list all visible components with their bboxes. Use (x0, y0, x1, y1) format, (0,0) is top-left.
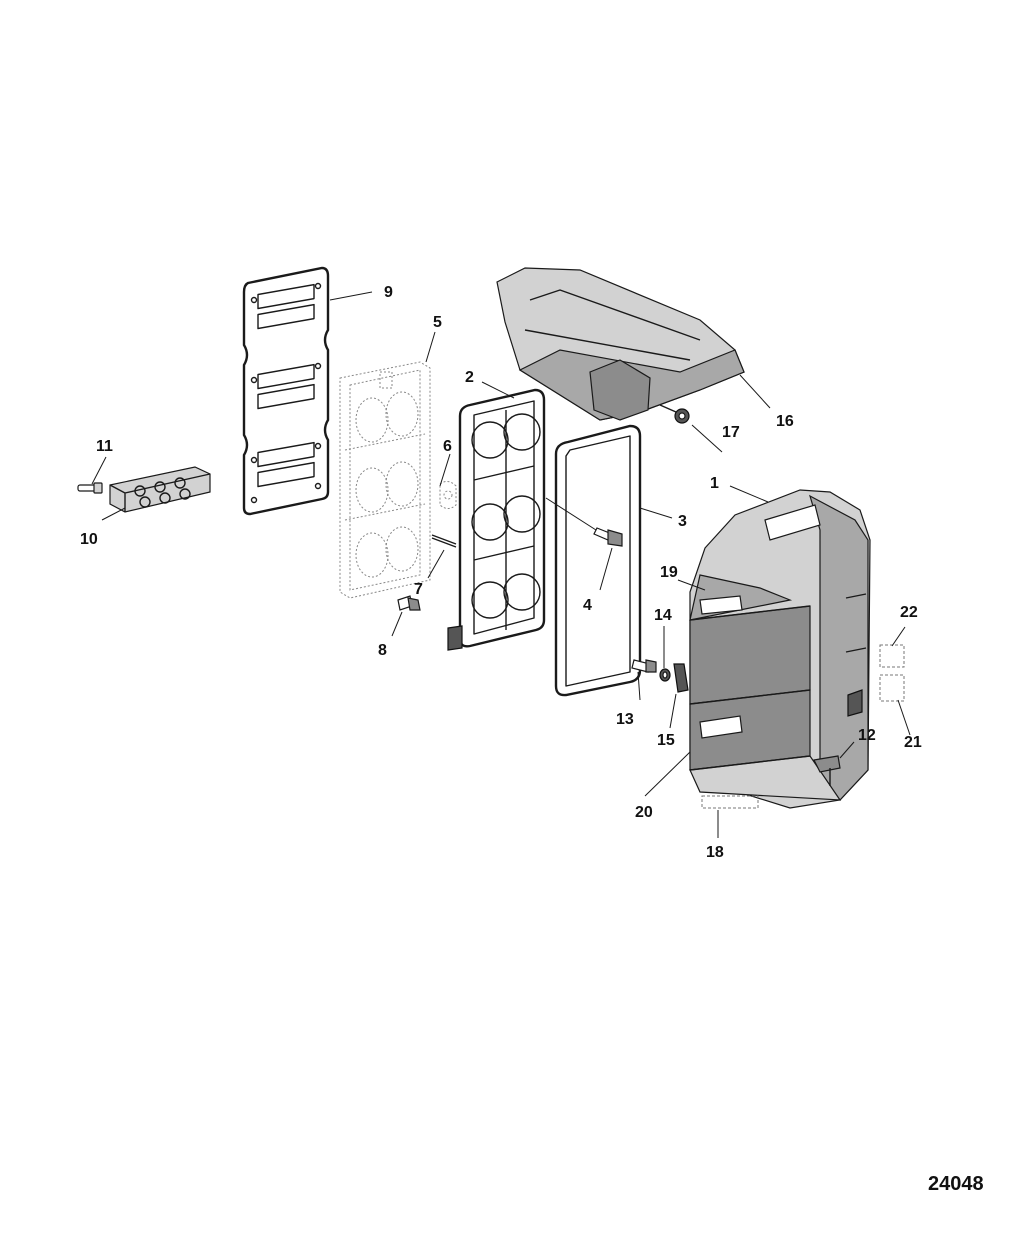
callout-17: 17 (722, 424, 740, 441)
part-12-clip (813, 755, 841, 786)
callout-3: 3 (678, 513, 687, 530)
part-15-bracket (673, 663, 689, 693)
callout-15: 15 (657, 732, 675, 749)
part-10-reed-petal (109, 466, 211, 513)
part-8-screw (397, 595, 421, 611)
callout-12: 12 (858, 727, 876, 744)
callout-1: 1 (710, 475, 719, 492)
part-2-adaptor-plate (447, 388, 546, 651)
callout-18: 18 (706, 844, 724, 861)
callout-6: 6 (443, 438, 452, 455)
callout-8: 8 (378, 642, 387, 659)
callout-22: 22 (900, 604, 918, 621)
part-9-gasket (242, 266, 330, 516)
callout-5: 5 (433, 314, 442, 331)
part-18-decal (701, 795, 759, 809)
part-14-washer (659, 668, 671, 682)
callout-21: 21 (904, 734, 922, 751)
part-17-nut (659, 404, 690, 424)
callout-7: 7 (414, 581, 423, 598)
leader-lines (91, 291, 911, 838)
callout-10: 10 (80, 531, 98, 548)
callout-labels: 1 2 3 4 5 6 7 8 9 10 11 12 13 14 15 16 1… (80, 284, 922, 861)
callout-13: 13 (616, 711, 634, 728)
part-1-cowl-cover (689, 489, 871, 809)
figure-id: 24048 (928, 1173, 984, 1195)
part-21-decal (879, 674, 905, 702)
part-4-bolt (545, 497, 623, 547)
callout-4: 4 (583, 597, 592, 614)
part-7-pin (431, 534, 457, 548)
part-6-clip (439, 480, 457, 509)
part-13-screw (631, 659, 657, 673)
part-3-seal (554, 424, 642, 697)
callout-14: 14 (654, 607, 672, 624)
callout-19: 19 (660, 564, 678, 581)
part-16-top-cover (496, 267, 745, 421)
part-22-decal (879, 644, 905, 668)
part-5-reed-block (339, 361, 431, 599)
part-11-screw (77, 482, 103, 494)
callout-20: 20 (635, 804, 653, 821)
callout-9: 9 (384, 284, 393, 301)
callout-2: 2 (465, 369, 474, 386)
callout-11: 11 (96, 438, 113, 455)
callout-16: 16 (776, 413, 794, 430)
